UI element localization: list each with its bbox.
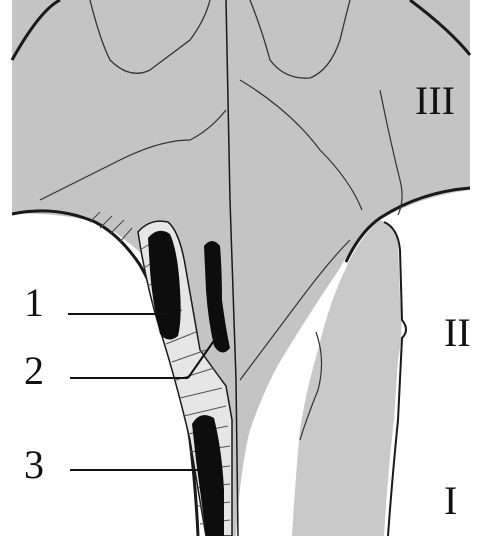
callout-1: 1 <box>24 280 44 325</box>
callout-2: 2 <box>24 348 44 393</box>
zone-label-ii: II <box>444 310 471 355</box>
zone-label-iii: III <box>415 78 455 123</box>
callout-3: 3 <box>24 442 44 487</box>
zone-label-i: I <box>444 478 457 523</box>
